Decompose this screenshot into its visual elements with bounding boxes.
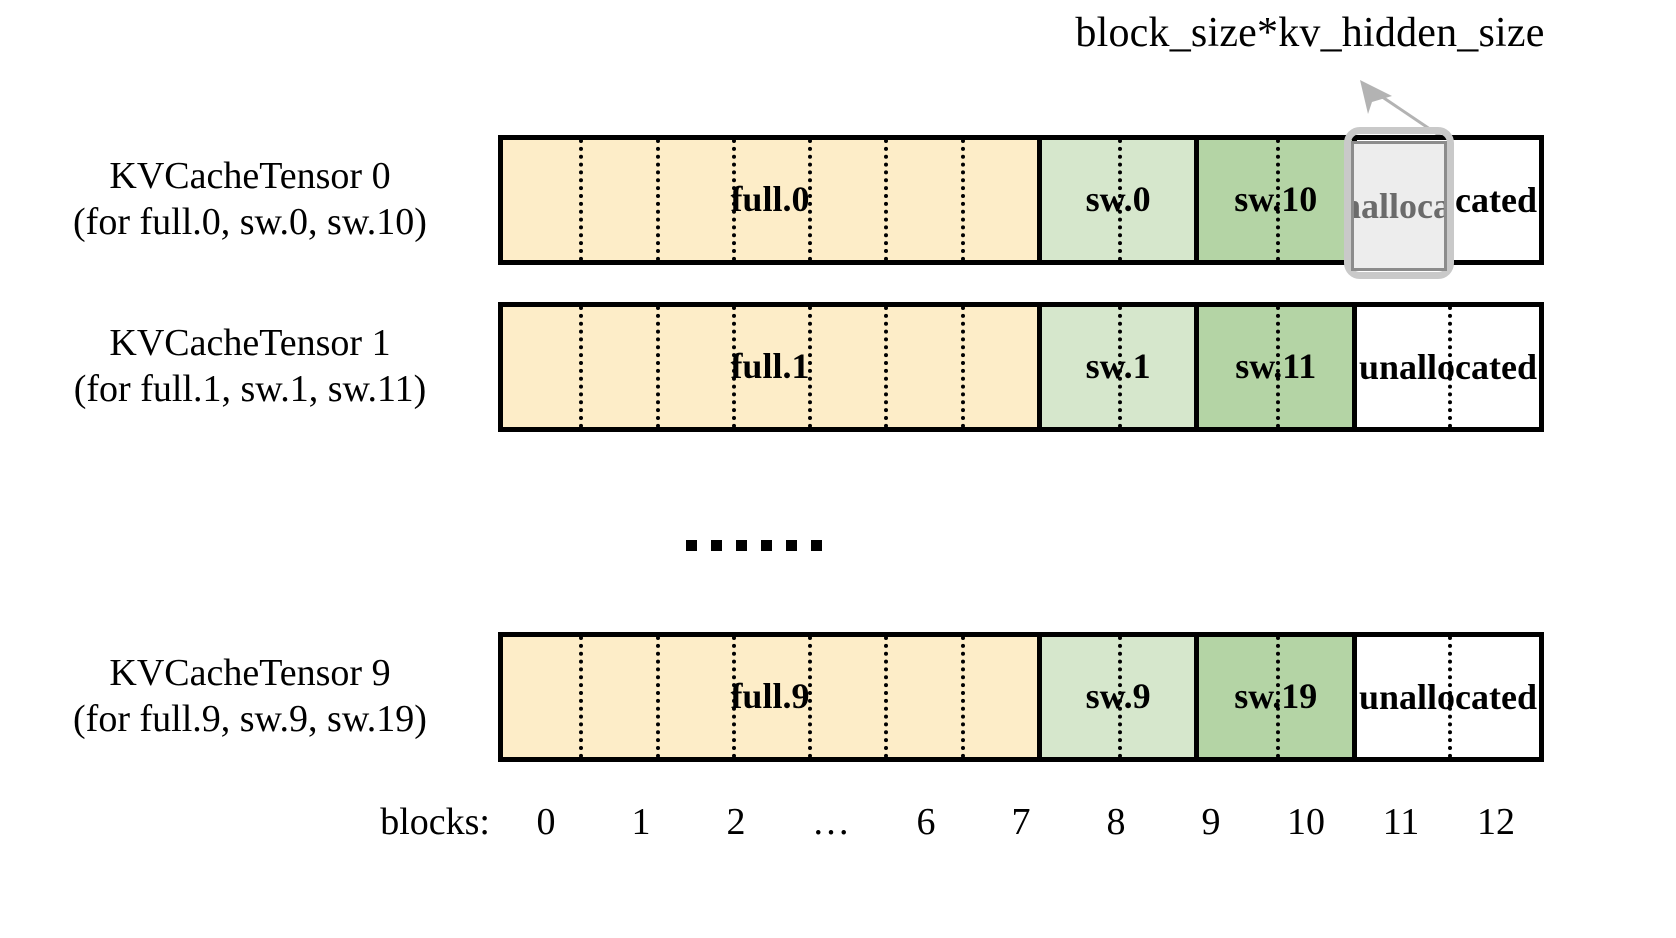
tensor-row-0-title: KVCacheTensor 0 xyxy=(109,155,391,197)
block-tick-8: 8 xyxy=(1106,801,1126,843)
cell-unallocated-9[interactable]: unallocated xyxy=(1352,636,1540,758)
tensor-row-1-bar: full.1 sw.1 sw.11 unallocated xyxy=(498,302,1544,432)
cell-sw-10[interactable]: sw.10 xyxy=(1194,139,1352,261)
highlighted-block-label: unallocated xyxy=(1354,185,1447,226)
tensor-row-9-label: KVCacheTensor 9 (for full.9, sw.9, sw.19… xyxy=(20,650,480,743)
cell-sw-10-label: sw.10 xyxy=(1234,179,1318,220)
cell-sw-1[interactable]: sw.1 xyxy=(1036,306,1195,428)
blocks-axis-title: blocks: xyxy=(380,801,490,843)
block-tick-10: 10 xyxy=(1287,801,1325,843)
cell-full-0-label: full.0 xyxy=(730,179,810,220)
cell-sw-11-label: sw.11 xyxy=(1235,346,1317,387)
highlighted-block-overlay: unallocated xyxy=(1351,141,1447,271)
cell-sw-19[interactable]: sw.19 xyxy=(1194,636,1352,758)
cell-sw-9-label: sw.9 xyxy=(1085,676,1151,717)
tensor-row-0-label: KVCacheTensor 0 (for full.0, sw.0, sw.10… xyxy=(20,153,480,246)
block-tick-6: 6 xyxy=(916,801,936,843)
cell-unallocated-9-label: unallocated xyxy=(1359,676,1538,717)
tensor-row-1-label: KVCacheTensor 1 (for full.1, sw.1, sw.11… xyxy=(20,320,480,413)
tensor-row-1-title: KVCacheTensor 1 xyxy=(109,322,391,364)
cell-unallocated-1-label: unallocated xyxy=(1359,346,1538,387)
block-tick-9: 9 xyxy=(1201,801,1221,843)
cell-sw-0[interactable]: sw.0 xyxy=(1036,139,1195,261)
block-size-annotation-label: block_size*kv_hidden_size xyxy=(1075,10,1545,56)
blocks-axis: blocks: 0 1 2 … 6 7 8 9 10 11 12 xyxy=(0,800,1676,870)
cell-sw-9[interactable]: sw.9 xyxy=(1036,636,1195,758)
tensor-row-9-title: KVCacheTensor 9 xyxy=(109,652,391,694)
tensor-row-1-subtitle: (for full.1, sw.1, sw.11) xyxy=(73,368,427,411)
vertical-ellipsis xyxy=(686,540,822,551)
block-tick-ellipsis: … xyxy=(812,801,850,843)
tensor-row-9-subtitle: (for full.9, sw.9, sw.19) xyxy=(73,698,427,741)
tensor-row-0-subtitle: (for full.0, sw.0, sw.10) xyxy=(73,201,427,244)
cell-sw-0-label: sw.0 xyxy=(1085,179,1151,220)
block-tick-7: 7 xyxy=(1011,801,1031,843)
cell-sw-19-label: sw.19 xyxy=(1234,676,1318,717)
tensor-row-9-bar: full.9 sw.9 sw.19 unallocated xyxy=(498,632,1544,762)
cell-sw-1-label: sw.1 xyxy=(1085,346,1151,387)
block-tick-11: 11 xyxy=(1382,801,1420,843)
block-tick-2: 2 xyxy=(726,801,746,843)
block-tick-1: 1 xyxy=(631,801,651,843)
cell-full-9[interactable]: full.9 xyxy=(503,636,1037,758)
cell-full-1-label: full.1 xyxy=(730,346,810,387)
block-tick-12: 12 xyxy=(1477,801,1515,843)
cell-full-1[interactable]: full.1 xyxy=(503,306,1037,428)
cell-sw-11[interactable]: sw.11 xyxy=(1194,306,1352,428)
cell-full-0[interactable]: full.0 xyxy=(503,139,1037,261)
block-tick-0: 0 xyxy=(536,801,556,843)
cell-unallocated-1[interactable]: unallocated xyxy=(1352,306,1540,428)
cell-full-9-label: full.9 xyxy=(730,676,810,717)
